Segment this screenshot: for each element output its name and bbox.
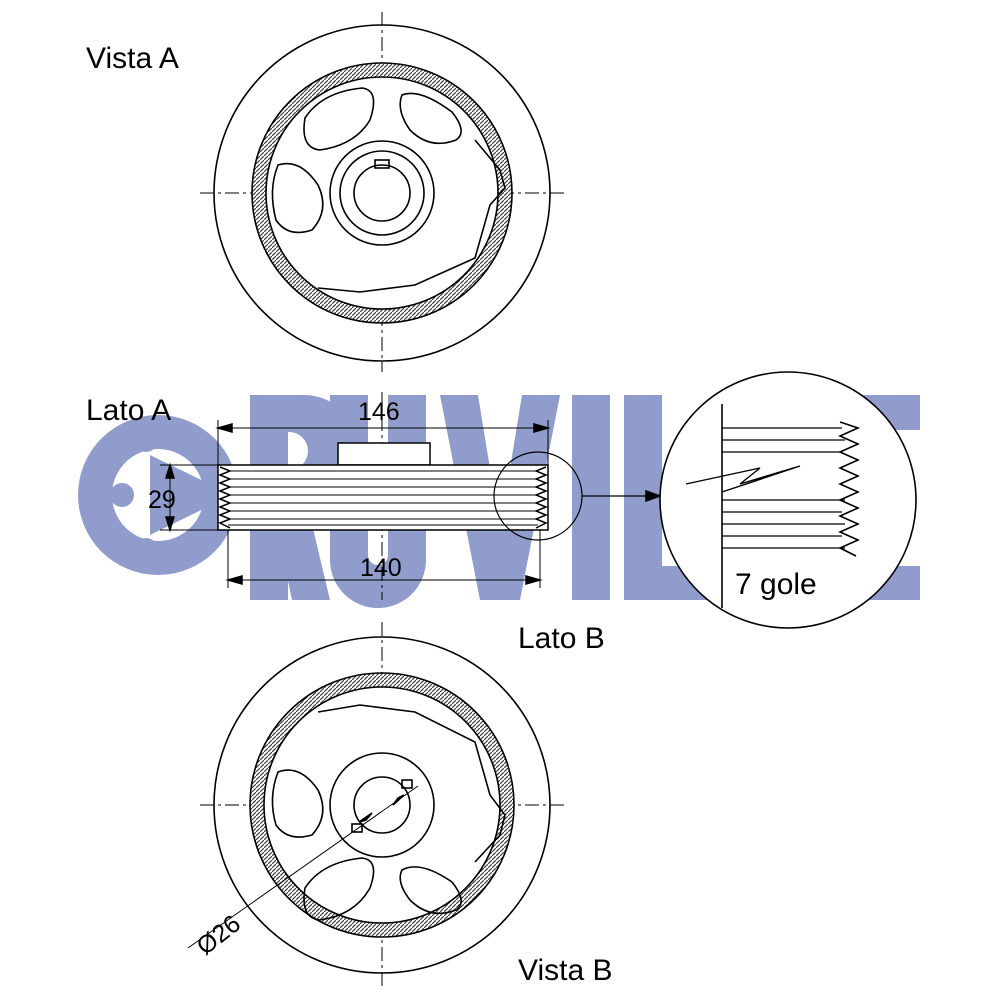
dim-29: 29 [148,486,176,514]
window [399,92,462,145]
arrow [164,462,176,479]
bottom-view [187,622,565,988]
window [399,866,462,915]
arrow [645,489,663,503]
outer-rim [213,24,551,362]
keyway [351,823,363,833]
arrow [215,423,233,433]
logo-dot [134,428,158,452]
arrow [225,575,243,585]
arrow [358,812,373,823]
arrow [392,794,405,806]
inner-disc [265,76,499,310]
side-view [160,392,663,600]
logo-emblem [78,415,238,575]
window [303,87,375,151]
outer-rim [213,636,551,974]
window [271,769,324,838]
keyway [401,779,413,789]
bore [353,776,411,834]
groove-lines [228,470,538,526]
label-vista-b: Vista B [518,954,613,987]
hub-boss [317,704,506,863]
dim-146: 146 [358,398,400,426]
window [303,857,375,921]
arrow [525,575,543,585]
top-view [200,12,565,372]
window [271,162,324,234]
arrow [533,423,551,433]
inner-disc [263,686,501,924]
dim-bore: Ø26 [191,910,245,961]
label-lato-b: Lato B [518,622,605,655]
hub-mid [339,150,425,236]
arrow [164,516,176,533]
label-grooves: 7 gole [735,568,817,601]
detail-view [659,371,917,629]
logo-dot [110,483,134,507]
label-lato-a: Lato A [86,394,171,427]
label-vista-a: Vista A [86,42,179,75]
groove-profile-right [533,466,549,529]
detail-groove-profile [838,421,861,557]
break-line [685,465,801,493]
dim-140: 140 [360,554,402,582]
hub-outer [329,752,435,858]
detail-groove-lines [722,427,845,549]
hub-boss [317,139,506,293]
groove-profile-left [217,466,233,529]
hub-outer [329,140,435,246]
bore [353,164,411,222]
logo-dot [134,538,158,562]
hub-protrusion [337,442,431,466]
pulley-body [217,464,549,531]
bore-dim-line [187,785,419,949]
keyway [374,159,390,169]
